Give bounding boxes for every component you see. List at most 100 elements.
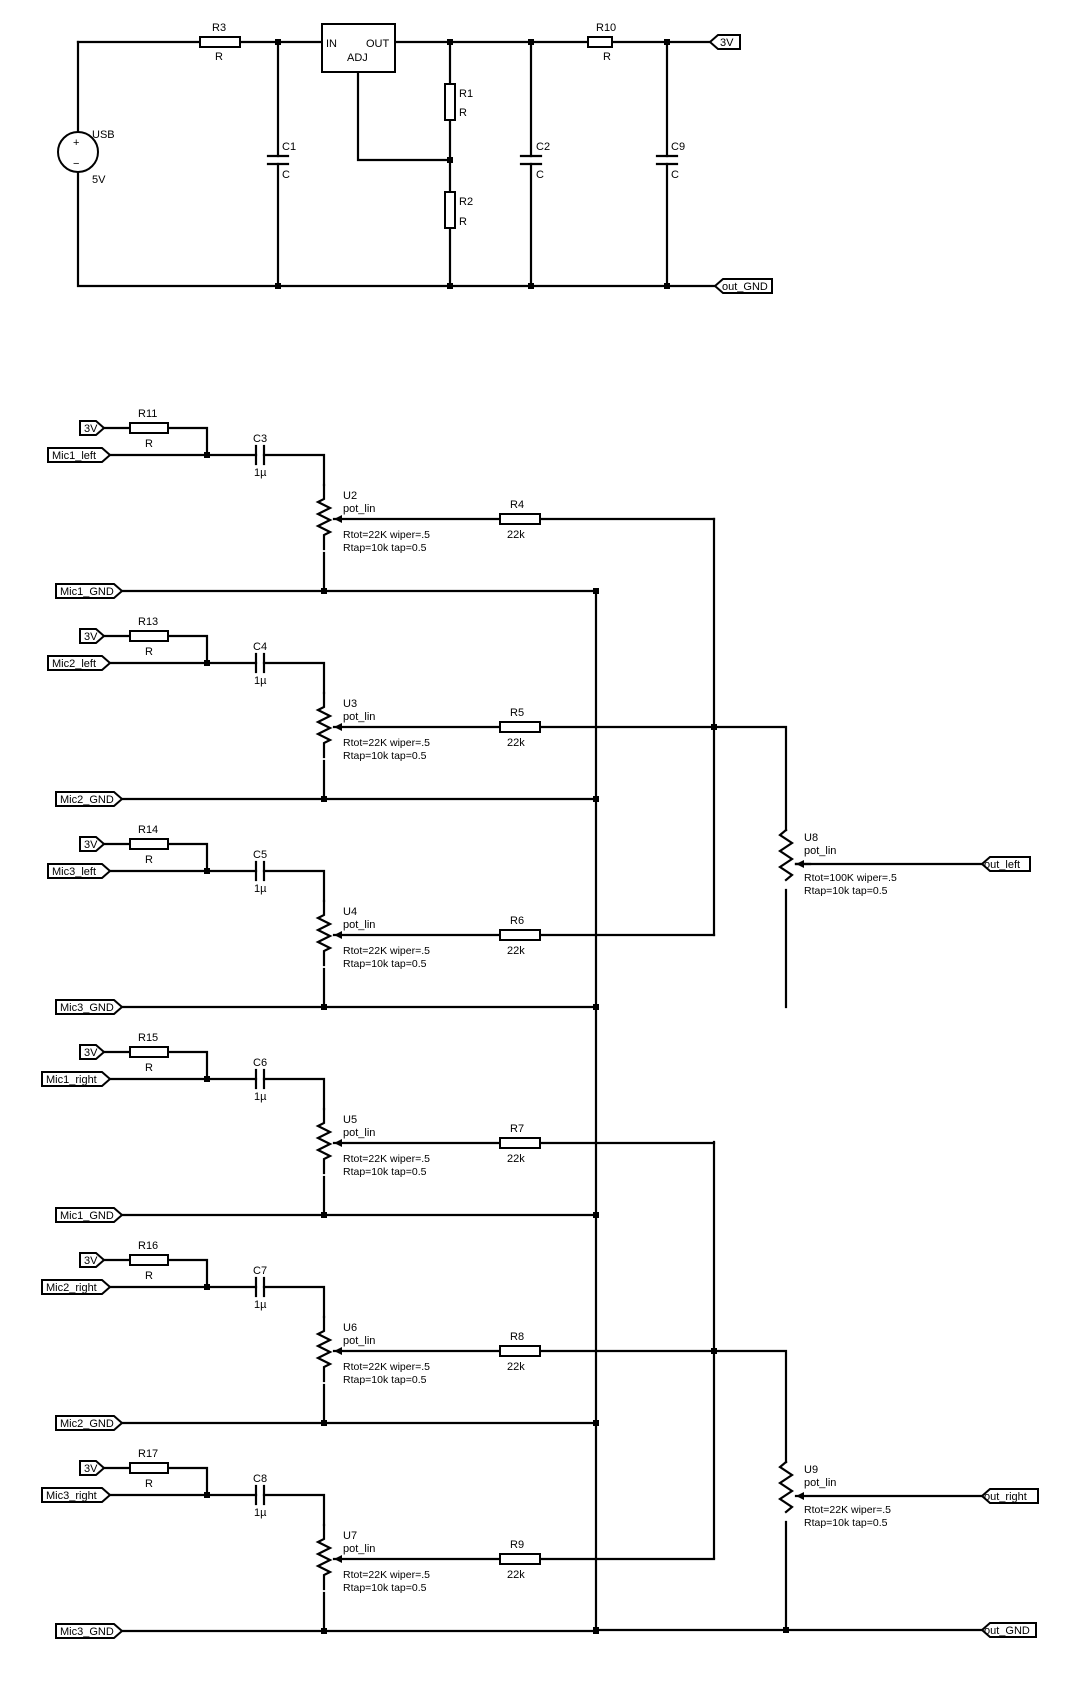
bias-resistor-name: R13 xyxy=(138,616,158,628)
source-plus-sign: + xyxy=(73,137,79,149)
pot-params-1: Rtot=22K wiper=.5 xyxy=(343,1361,430,1373)
resistor-r2 xyxy=(444,191,456,229)
mix-resistor-name: R8 xyxy=(510,1331,524,1343)
potentiometer-u8 xyxy=(778,828,794,882)
port-mic-ch6-label: Mic3_right xyxy=(46,1490,97,1502)
r3-value: R xyxy=(215,51,223,63)
pot-params-1: Rtot=22K wiper=.5 xyxy=(343,529,430,541)
c1-value: C xyxy=(282,169,290,181)
port-gnd-ch4-label: Mic1_GND xyxy=(60,1210,114,1222)
port-out-gnd-bottom xyxy=(980,1622,1037,1638)
r2-name: R2 xyxy=(459,196,473,208)
source-value: 5V xyxy=(92,174,106,186)
mix-resistor-name: R6 xyxy=(510,915,524,927)
bias-resistor-name: R16 xyxy=(138,1240,158,1252)
regulator-in-label: IN xyxy=(326,38,337,50)
mix-resistor-value: 22k xyxy=(507,529,525,541)
pot-params-2: Rtap=10k tap=0.5 xyxy=(343,750,427,762)
port-3v-ch6 xyxy=(79,1460,106,1476)
pot-type: pot_lin xyxy=(343,919,375,931)
port-out-gnd-bottom-label: out_GND xyxy=(984,1625,1030,1637)
source-minus-sign: − xyxy=(73,158,79,170)
mix-resistor-value: 22k xyxy=(507,1569,525,1581)
bias-resistor-value: R xyxy=(145,1062,153,1074)
port-3v-ch3-label: 3V xyxy=(84,839,98,851)
c9-value: C xyxy=(671,169,679,181)
power-supply-section: + − USB 5V R3 R C1 C IN OUT ADJ R1 R R2 … xyxy=(57,22,773,294)
bias-resistor-value: R xyxy=(145,854,153,866)
output-section: U8 pot_lin Rtot=100K wiper=.5 Rtap=10k t… xyxy=(593,517,1039,1638)
bias-resistor-value: R xyxy=(145,1478,153,1490)
wiper-arrow-icon xyxy=(334,931,342,939)
resistor-r13 xyxy=(129,630,169,642)
bias-resistor-value: R xyxy=(145,438,153,450)
pot-params-2: Rtap=10k tap=0.5 xyxy=(343,542,427,554)
resistor-r9 xyxy=(499,1553,541,1565)
resistor-r6 xyxy=(499,929,541,941)
mix-resistor-value: 22k xyxy=(507,945,525,957)
port-mic-ch2-label: Mic2_left xyxy=(52,658,96,670)
wiper-arrow-icon xyxy=(334,1347,342,1355)
port-3v-ch2-label: 3V xyxy=(84,631,98,643)
port-gnd-ch3-label: Mic3_GND xyxy=(60,1002,114,1014)
port-gnd-ch1-label: Mic1_GND xyxy=(60,586,114,598)
port-mic-ch2 xyxy=(47,655,112,671)
r10-value: R xyxy=(603,51,611,63)
pot-name: U4 xyxy=(343,906,357,918)
resistor-r8 xyxy=(499,1345,541,1357)
wiper-arrow-icon xyxy=(334,723,342,731)
resistor-r3 xyxy=(199,36,241,48)
u8-type: pot_lin xyxy=(804,845,836,857)
pot-type: pot_lin xyxy=(343,1335,375,1347)
potentiometer-u6 xyxy=(315,1315,333,1383)
pot-params-1: Rtot=22K wiper=.5 xyxy=(343,737,430,749)
r2-value: R xyxy=(459,216,467,228)
resistor-r16 xyxy=(129,1254,169,1266)
voltage-regulator xyxy=(321,23,396,73)
resistor-r1 xyxy=(444,83,456,121)
port-mic-ch5 xyxy=(41,1279,112,1295)
pot-name: U6 xyxy=(343,1322,357,1334)
port-3v-ch1 xyxy=(79,420,106,436)
r3-name: R3 xyxy=(212,22,226,34)
mix-resistor-name: R7 xyxy=(510,1123,524,1135)
port-mic-ch3 xyxy=(47,863,112,879)
u8-params-2: Rtap=10k tap=0.5 xyxy=(804,885,888,897)
port-mic-ch6 xyxy=(41,1487,112,1503)
port-3v-ch3 xyxy=(79,836,106,852)
resistor-r7 xyxy=(499,1137,541,1149)
port-gnd-ch3 xyxy=(55,999,124,1015)
resistor-r11 xyxy=(129,422,169,434)
bias-resistor-name: R11 xyxy=(138,408,157,420)
u8-name: U8 xyxy=(804,832,818,844)
port-gnd-ch6-label: Mic3_GND xyxy=(60,1626,114,1638)
mix-resistor-name: R5 xyxy=(510,707,524,719)
port-out-left xyxy=(980,856,1031,872)
coupling-cap-value: 1µ xyxy=(254,1507,267,1519)
wiper-arrow-icon xyxy=(334,1555,342,1563)
pot-params-1: Rtot=22K wiper=.5 xyxy=(343,1569,430,1581)
pot-params-2: Rtap=10k tap=0.5 xyxy=(343,1582,427,1594)
port-out-right-label: out_right xyxy=(984,1491,1027,1503)
c1-name: C1 xyxy=(282,141,296,153)
port-3v xyxy=(708,34,741,50)
u8-params-1: Rtot=100K wiper=.5 xyxy=(804,872,897,884)
resistor-r14 xyxy=(129,838,169,850)
c2-value: C xyxy=(536,169,544,181)
potentiometer-u5 xyxy=(315,1107,333,1175)
pot-name: U2 xyxy=(343,490,357,502)
port-gnd-ch2 xyxy=(55,791,124,807)
u9-name: U9 xyxy=(804,1464,818,1476)
coupling-cap-value: 1µ xyxy=(254,883,267,895)
pot-type: pot_lin xyxy=(343,1127,375,1139)
resistor-r10 xyxy=(587,36,613,48)
bias-resistor-name: R17 xyxy=(138,1448,158,1460)
port-3v-label: 3V xyxy=(720,37,734,49)
potentiometer-u9 xyxy=(778,1460,794,1514)
coupling-cap-name: C8 xyxy=(253,1473,267,1485)
port-mic-ch4-label: Mic1_right xyxy=(46,1074,97,1086)
coupling-cap-value: 1µ xyxy=(254,1091,267,1103)
port-3v-ch1-label: 3V xyxy=(84,423,98,435)
